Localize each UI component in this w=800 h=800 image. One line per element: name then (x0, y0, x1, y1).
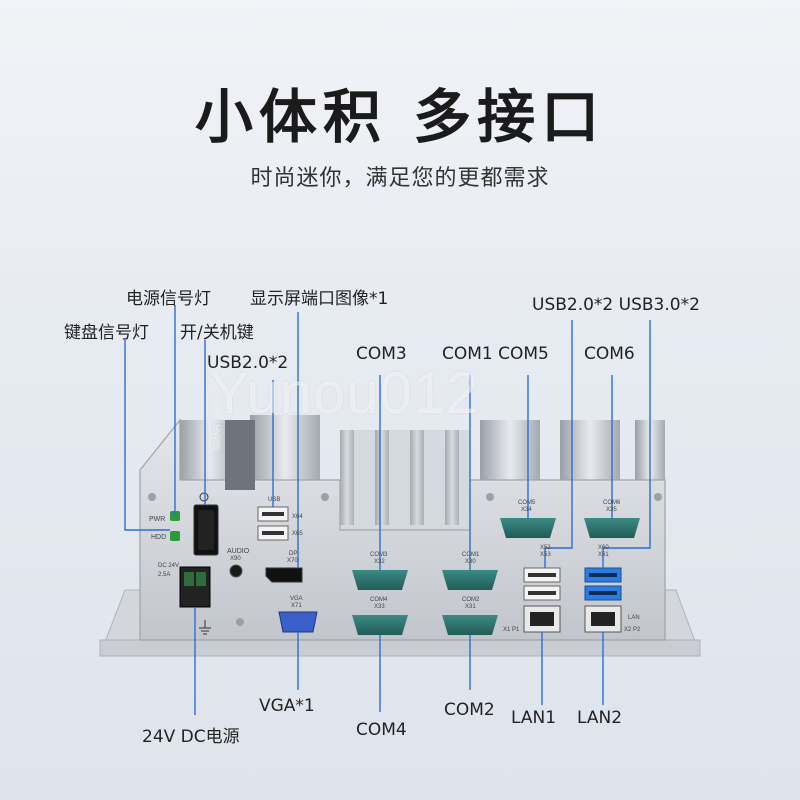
usb-silk-label: USB (268, 497, 281, 503)
x61-silk-label: X61 (598, 552, 609, 558)
watermark: Yunou012 (210, 361, 480, 426)
vga-id-silk-label: X71 (291, 603, 302, 609)
callout-keyboard-led: 键盘信号灯 (64, 323, 149, 343)
com4-id-silk-label: X33 (374, 604, 385, 610)
heatsink-fins (180, 415, 665, 525)
x64-silk-label: X64 (292, 514, 303, 520)
callout-com3: COM3 (356, 344, 407, 364)
com3-silk-label: COM3 (370, 552, 388, 558)
callout-usb-right: USB2.0*2 USB3.0*2 (532, 295, 700, 315)
x65-silk-label: X65 (292, 531, 303, 537)
callout-com4: COM4 (356, 720, 407, 740)
callout-vga: VGA*1 (259, 696, 315, 716)
pwr-silk-label: PWR (149, 516, 166, 523)
callout-lan1: LAN1 (511, 708, 557, 728)
callout-lan2: LAN2 (577, 708, 623, 728)
leader-lines (124, 305, 651, 715)
lan-silk-label: LAN (628, 615, 640, 621)
callout-com2: COM2 (444, 700, 495, 720)
com6-silk-label: COM6 (603, 500, 621, 506)
com2-silk-label: COM2 (462, 597, 480, 603)
dp-silk-label: DP (289, 551, 298, 557)
com5-silk-label: COM5 (518, 500, 536, 506)
x52-silk-label: X52 (540, 545, 551, 551)
com6-id-silk-label: X35 (606, 507, 617, 513)
com3-id-silk-label: X32 (374, 559, 385, 565)
x1p1-silk-label: X1 P1 (503, 627, 520, 633)
com1-id-silk-label: X30 (465, 559, 476, 565)
callout-com6: COM6 (584, 344, 635, 364)
com4-silk-label: COM4 (370, 597, 388, 603)
callout-power-dc: 24V DC电源 (142, 727, 240, 747)
com2-id-silk-label: X31 (465, 604, 476, 610)
callout-display-port: 显示屏端口图像*1 (250, 289, 389, 309)
com5-id-silk-label: X34 (521, 507, 532, 513)
dc-silk-label: DC 24V (158, 563, 180, 569)
callout-power-led: 电源信号灯 (126, 289, 211, 309)
callout-usb-left: USB2.0*2 (207, 353, 289, 373)
dp-id-silk-label: X70 (287, 558, 298, 564)
hdd-silk-label: HDD (151, 534, 167, 541)
page-subtitle: 时尚迷你，满足您的更都需求 (250, 166, 550, 191)
dc-amp-silk-label: 2.5A (158, 572, 171, 578)
vga-silk-label: VGA (290, 596, 303, 602)
com1-silk-label: COM1 (462, 552, 480, 558)
page-title: 小体积 多接口 (194, 83, 606, 151)
x2p2-silk-label: X2 P2 (624, 627, 641, 633)
mounting-flanges (99, 589, 701, 657)
serial-ports (352, 518, 640, 635)
x53-silk-label: X53 (540, 552, 551, 558)
callout-com1-com5: COM1 COM5 (442, 344, 549, 364)
audio-silk-label: AUDIO (227, 548, 250, 555)
callout-power-switch: 开/关机键 (180, 323, 254, 343)
x60-silk-label: X60 (598, 545, 609, 551)
audio-id-silk-label: X90 (230, 556, 241, 562)
